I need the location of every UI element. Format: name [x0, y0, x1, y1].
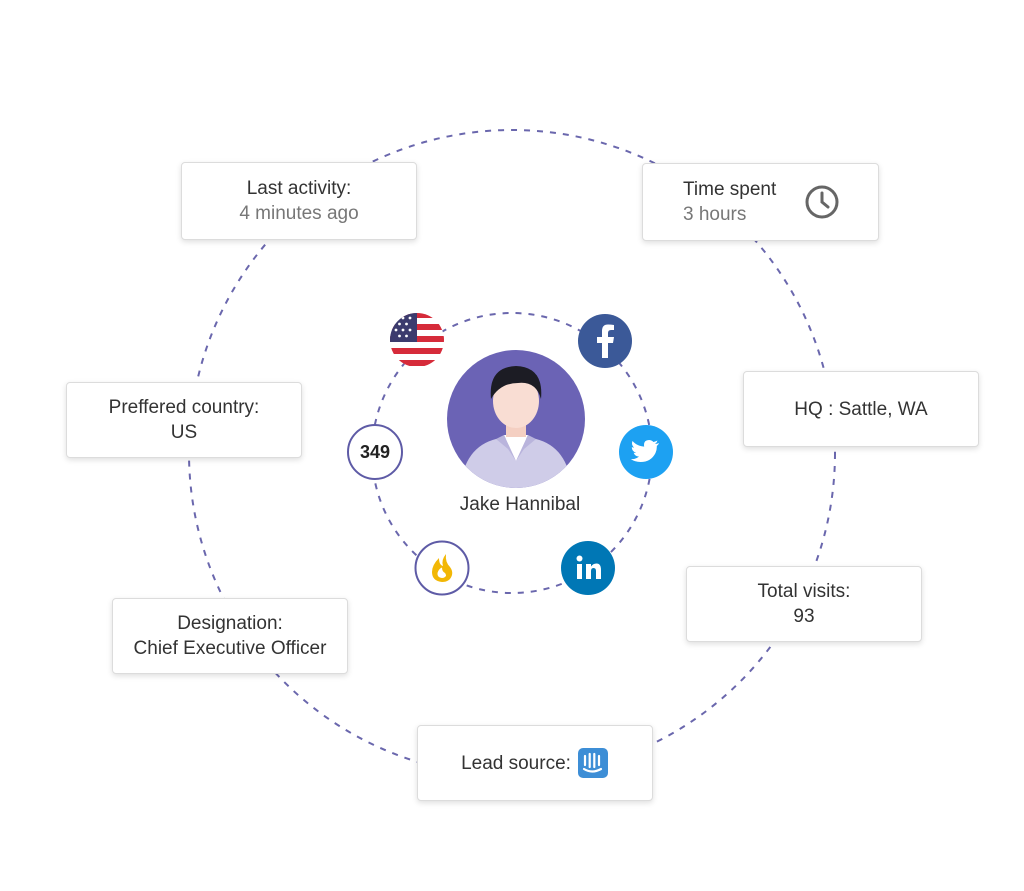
- lead-source-label: Lead source:: [461, 752, 571, 774]
- total-visits-value: 93: [793, 606, 815, 627]
- flame-icon: [414, 540, 470, 596]
- preferred-country-value: US: [170, 422, 198, 443]
- last-activity-value: 4 minutes ago: [239, 203, 359, 224]
- last-activity-card: Last activity: 4 minutes ago: [181, 162, 417, 240]
- lead-source-card: Lead source:: [417, 725, 653, 801]
- profile-name: Jake Hannibal: [459, 494, 581, 515]
- avatar: [447, 350, 585, 488]
- linkedin-icon[interactable]: [560, 540, 616, 596]
- designation-label: Designation:: [177, 613, 283, 634]
- clock-icon: [805, 185, 839, 219]
- preferred-country-label: Preffered country:: [108, 397, 260, 418]
- us-flag-icon: [390, 313, 444, 367]
- twitter-icon[interactable]: [618, 424, 674, 480]
- designation-value: Chief Executive Officer: [133, 638, 327, 659]
- hq-card: HQ : Sattle, WA: [743, 371, 979, 447]
- designation-card: Designation: Chief Executive Officer: [112, 598, 348, 674]
- total-visits-label: Total visits:: [757, 581, 851, 602]
- lead-score-value: 349: [359, 441, 391, 462]
- facebook-icon[interactable]: [577, 313, 633, 369]
- intercom-icon: [577, 748, 608, 778]
- time-spent-card: Time spent 3 hours: [642, 163, 879, 241]
- time-spent-label: Time spent: [683, 179, 777, 200]
- last-activity-label: Last activity:: [246, 178, 352, 199]
- total-visits-card: Total visits: 93: [686, 566, 922, 642]
- time-spent-value: 3 hours: [683, 204, 747, 225]
- preferred-country-card: Preffered country: US: [66, 382, 302, 458]
- hq-text: HQ : Sattle, WA: [794, 398, 928, 420]
- lead-score-badge: 349: [347, 424, 403, 480]
